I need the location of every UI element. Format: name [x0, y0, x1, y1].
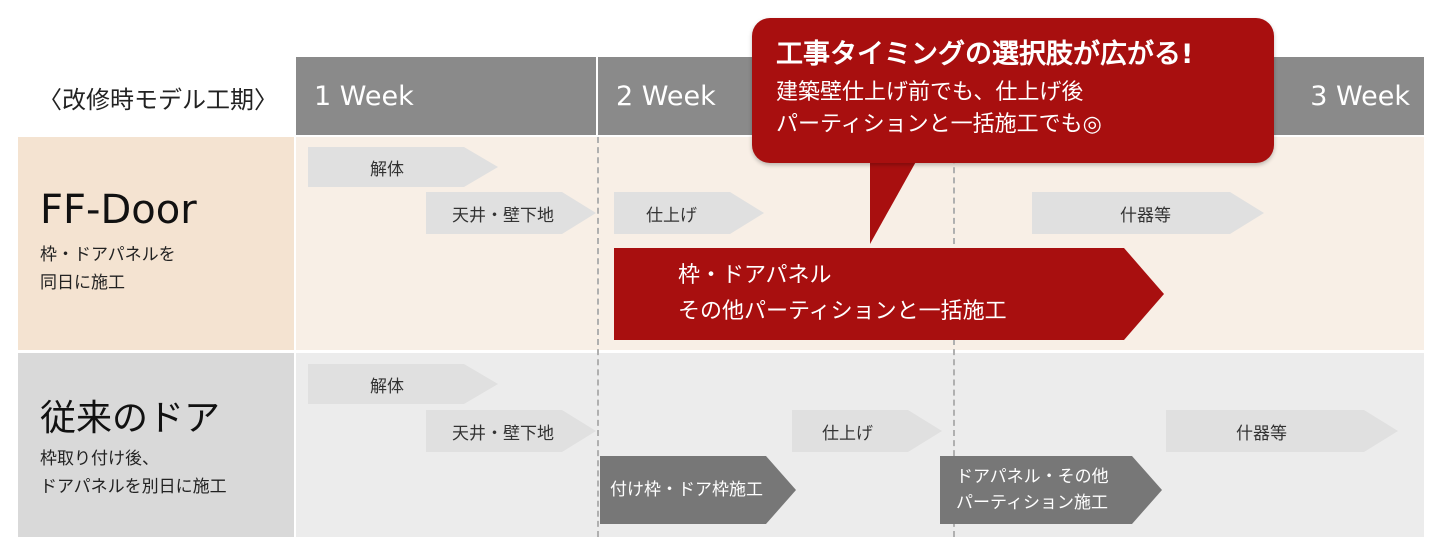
- week-separator-1: [596, 57, 598, 135]
- ff-task-main-line-2: その他パーティションと一括施工: [678, 299, 1007, 324]
- ff-task-fixtures: 什器等: [1032, 192, 1264, 234]
- conv-task-ceiling-wall: 天井・壁下地: [426, 410, 596, 452]
- ff-door-desc-1: 枠・ドアパネルを: [40, 245, 176, 265]
- callout-pointer: [870, 158, 918, 244]
- callout-line-2: パーティションと一括施工でも◎: [776, 112, 1102, 137]
- conv-task-demolition: 解体: [308, 364, 498, 404]
- ff-door-desc-2: 同日に施工: [40, 273, 125, 293]
- week-divider-1: [597, 137, 599, 537]
- ff-task-demolition: 解体: [308, 147, 498, 187]
- conv-task-panel-line-2: パーティション施工: [956, 493, 1108, 513]
- conventional-desc-2: ドアパネルを別日に施工: [40, 477, 227, 497]
- callout-title: 工事タイミングの選択肢が広がる!: [776, 39, 1194, 70]
- callout-line-1: 建築壁仕上げ前でも、仕上げ後: [776, 80, 1084, 105]
- ff-door-title: FF-Door: [40, 187, 197, 233]
- period-label: 〈改修時モデル工期〉: [38, 86, 278, 114]
- conv-task-panel-line-1: ドアパネル・その他: [956, 467, 1109, 487]
- ff-door-label-panel: FF-Door 枠・ドアパネルを 同日に施工: [18, 137, 294, 350]
- ff-task-finishing: 仕上げ: [614, 192, 764, 234]
- ff-task-ceiling-wall: 天井・壁下地: [426, 192, 596, 234]
- week-header-1: 1 Week: [296, 57, 596, 135]
- conv-task-frame-install: 付け枠・ドア枠施工: [600, 456, 796, 524]
- conv-task-fixtures: 什器等: [1166, 410, 1398, 452]
- conventional-title: 従来のドア: [40, 398, 221, 439]
- conv-task-finishing: 仕上げ: [792, 410, 942, 452]
- ff-task-main-install: 枠・ドアパネル その他パーティションと一括施工: [614, 248, 1164, 340]
- conventional-label-panel: 従来のドア 枠取り付け後、 ドアパネルを別日に施工: [18, 353, 294, 537]
- conv-task-panel-install: ドアパネル・その他 パーティション施工: [940, 456, 1162, 524]
- callout-bubble: 工事タイミングの選択肢が広がる! 建築壁仕上げ前でも、仕上げ後 パーティションと…: [752, 18, 1274, 163]
- conventional-desc-1: 枠取り付け後、: [40, 449, 159, 469]
- ff-task-main-line-1: 枠・ドアパネル: [678, 263, 832, 288]
